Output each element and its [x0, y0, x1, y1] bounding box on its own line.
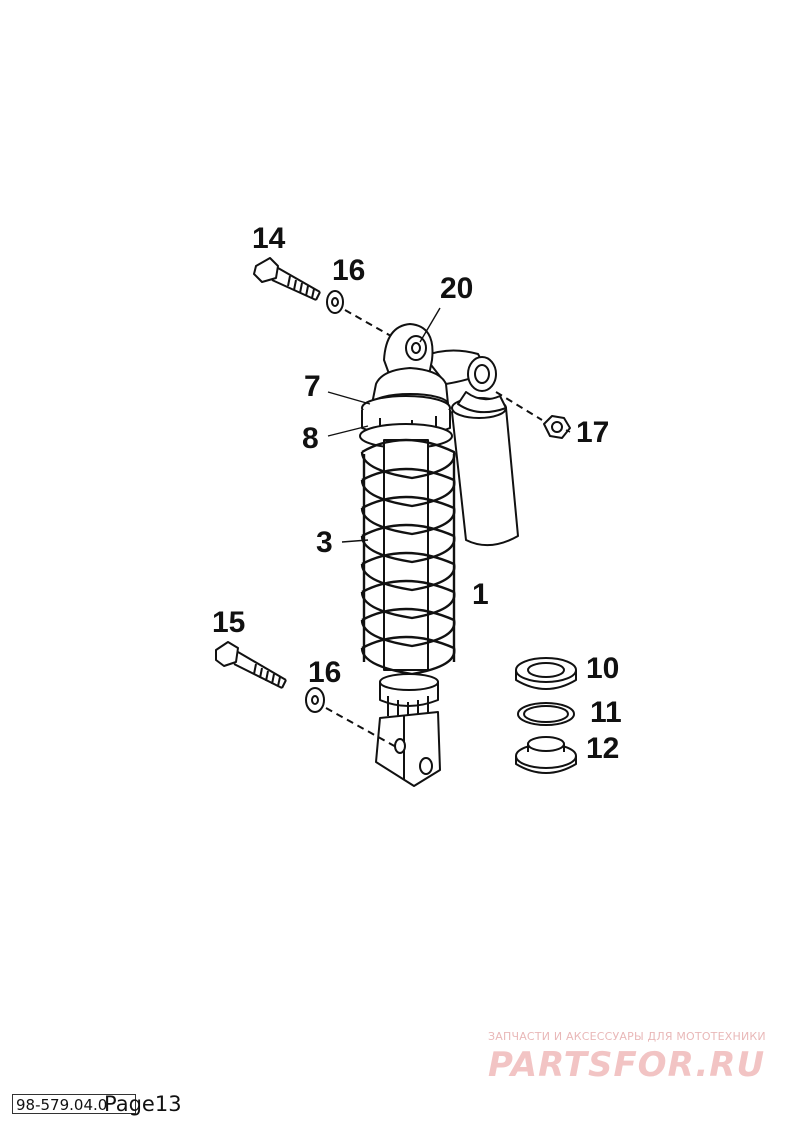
- callout-16-top: 16: [332, 254, 366, 287]
- callout-15: 15: [212, 606, 246, 639]
- callout-16-bottom: 16: [308, 656, 342, 689]
- callout-1: 1: [472, 578, 489, 611]
- reservoir-canister: [451, 397, 519, 547]
- bottom-clevis-mount: [375, 711, 441, 787]
- diagram-code: 98-579.04.0: [12, 1094, 136, 1114]
- callout-20: 20: [440, 272, 474, 305]
- callout-3: 3: [316, 526, 333, 559]
- leader-lines: [327, 307, 571, 543]
- callout-17: 17: [576, 416, 610, 449]
- bolt-15: [215, 641, 287, 689]
- callout-11: 11: [590, 696, 622, 729]
- callout-8: 8: [302, 422, 319, 455]
- bolt-14: [253, 257, 321, 301]
- callout-7: 7: [304, 370, 321, 403]
- callout-14: 14: [252, 222, 286, 255]
- watermark: ЗАПЧАСТИ И АКСЕССУАРЫ ДЛЯ МОТОТЕХНИКИ PA…: [488, 1030, 788, 1085]
- part-11-ring: [517, 702, 575, 726]
- washer-16-top: [326, 290, 344, 314]
- lower-collar: [379, 673, 439, 722]
- nut-17: [543, 415, 571, 439]
- callout-10: 10: [586, 652, 620, 685]
- watermark-logo: PARTSFOR.RU: [488, 1045, 766, 1085]
- page-number: Page13: [104, 1092, 182, 1116]
- coil-spring: [360, 438, 456, 676]
- top-mount-eye: [383, 323, 434, 383]
- part-10-dust-seal: [515, 657, 577, 690]
- washer-16-bottom: [305, 687, 325, 713]
- part-12-bushing: [515, 736, 577, 774]
- watermark-tagline: ЗАПЧАСТИ И АКСЕССУАРЫ ДЛЯ МОТОТЕХНИКИ: [488, 1030, 766, 1043]
- callout-12: 12: [586, 732, 620, 765]
